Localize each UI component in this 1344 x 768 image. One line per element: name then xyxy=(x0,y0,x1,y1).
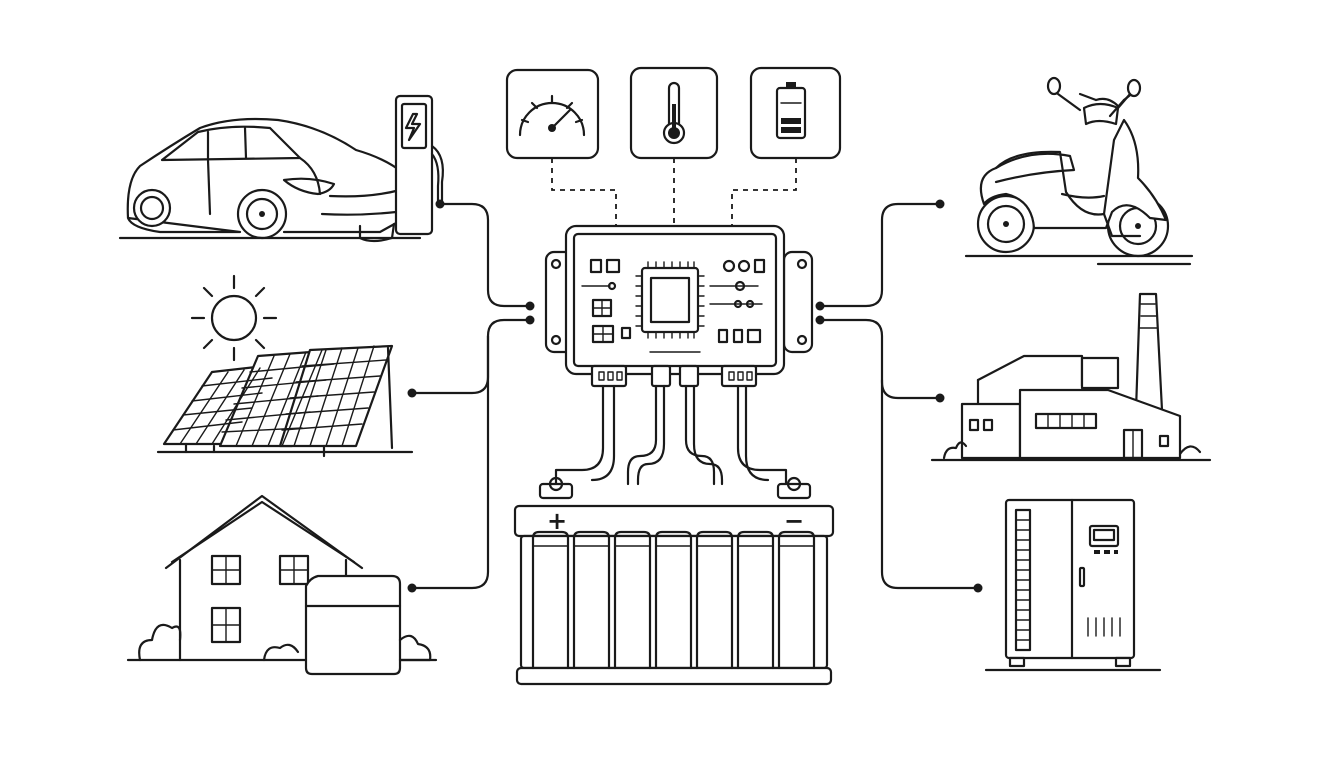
microcontroller-chip xyxy=(635,261,705,339)
electric-car-with-charger xyxy=(118,94,444,243)
positive-terminal-label: + xyxy=(547,507,568,535)
left-connectors xyxy=(407,199,535,593)
bms-board xyxy=(544,224,814,388)
energy-storage-cabinet xyxy=(984,498,1162,672)
right-connectors xyxy=(815,199,983,593)
gauge-icon xyxy=(505,68,600,160)
battery-cells xyxy=(531,530,816,670)
battery-level-icon xyxy=(749,66,842,160)
electric-scooter xyxy=(964,76,1194,266)
negative-terminal-label: − xyxy=(784,507,805,535)
thermometer-icon xyxy=(629,66,719,160)
factory xyxy=(930,292,1212,462)
board-connectors xyxy=(590,364,758,388)
home-battery-storage xyxy=(126,494,438,676)
battery-pack xyxy=(513,476,835,686)
solar-panels xyxy=(156,274,414,458)
battery-wires xyxy=(554,384,788,486)
sensor-links xyxy=(551,158,797,226)
